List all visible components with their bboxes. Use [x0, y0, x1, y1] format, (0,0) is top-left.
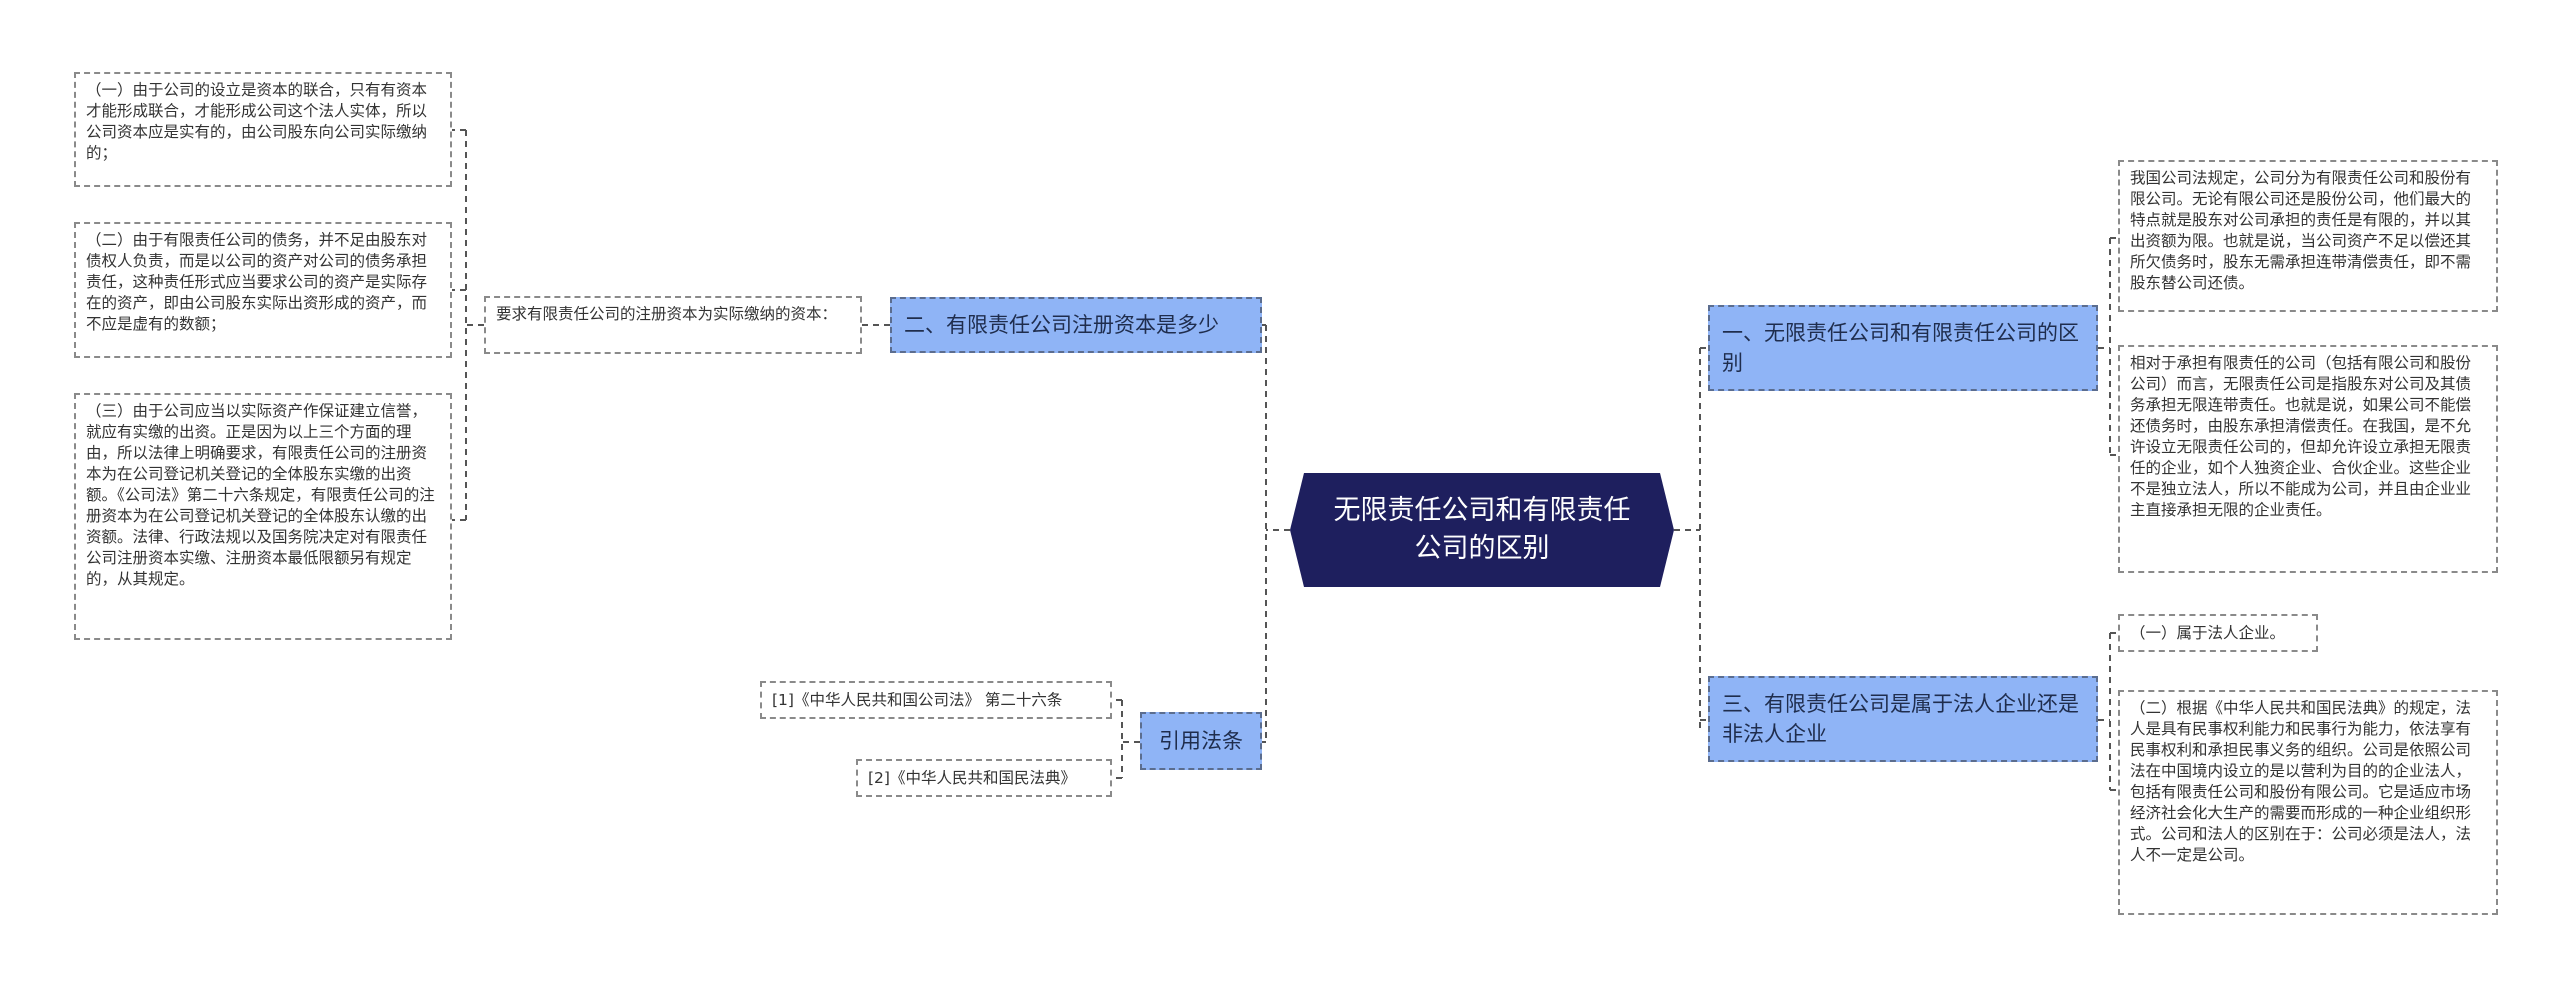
- link-b3-leaves: [2098, 632, 2118, 791]
- leaf-text: （三）由于公司应当以实际资产作保证建立信誉，就应有实缴的出资。正是因为以上三个方…: [86, 402, 435, 588]
- mid-capital-requirement: 要求有限责任公司的注册资本为实际缴纳的资本：: [484, 296, 862, 354]
- link-b1-leaves: [2098, 237, 2118, 456]
- root-title: 无限责任公司和有限责任公司的区别: [1333, 495, 1631, 564]
- leaf-civil-code-definition: （二）根据《中华人民共和国民法典》的规定，法人是具有民事权利能力和民事行为能力，…: [2118, 690, 2498, 915]
- branch-legal-person[interactable]: 三、有限责任公司是属于法人企业还是非法人企业: [1708, 676, 2098, 762]
- link-root-trunk-right: [1674, 348, 1701, 728]
- link-root-trunk-left: [1265, 325, 1290, 742]
- branch-difference[interactable]: 一、无限责任公司和有限责任公司的区别: [1708, 305, 2098, 391]
- branch-label: 引用法条: [1159, 729, 1243, 753]
- leaf-text: 相对于承担有限责任的公司（包括有限公司和股份公司）而言，无限责任公司是指股东对公…: [2130, 354, 2472, 519]
- leaf-text: 我国公司法规定，公司分为有限责任公司和股份有限公司。无论有限公司还是股份公司，他…: [2130, 169, 2472, 292]
- leaf-capital-reason-2: （二）由于有限责任公司的债务，并不足由股东对债权人负责，而是以公司的资产对公司的…: [74, 222, 452, 358]
- branch-citations[interactable]: 引用法条: [1140, 712, 1262, 770]
- leaf-capital-reason-3: （三）由于公司应当以实际资产作保证建立信誉，就应有实缴的出资。正是因为以上三个方…: [74, 393, 452, 640]
- leaf-is-legal-person: （一）属于法人企业。: [2118, 614, 2318, 652]
- citation-company-law[interactable]: [1]《中华人民共和国公司法》 第二十六条: [760, 681, 1112, 719]
- root-node[interactable]: 无限责任公司和有限责任公司的区别: [1290, 473, 1674, 587]
- branch-label: 三、有限责任公司是属于法人企业还是非法人企业: [1722, 692, 2079, 746]
- branch-label: 一、无限责任公司和有限责任公司的区别: [1722, 321, 2079, 375]
- link-b4-leaves: [1112, 699, 1140, 779]
- leaf-text: （一）由于公司的设立是资本的联合，只有有资本才能形成联合，才能形成公司这个法人实…: [86, 81, 428, 162]
- leaf-text: （二）由于有限责任公司的债务，并不足由股东对债权人负责，而是以公司的资产对公司的…: [86, 231, 428, 333]
- leaf-text: （二）根据《中华人民共和国民法典》的规定，法人是具有民事权利能力和民事行为能力，…: [2130, 699, 2472, 864]
- leaf-limited-liability: 我国公司法规定，公司分为有限责任公司和股份有限公司。无论有限公司还是股份公司，他…: [2118, 160, 2498, 312]
- leaf-text: 要求有限责任公司的注册资本为实际缴纳的资本：: [496, 305, 838, 323]
- citation-civil-code[interactable]: [2]《中华人民共和国民法典》: [856, 759, 1112, 797]
- leaf-unlimited-liability: 相对于承担有限责任的公司（包括有限公司和股份公司）而言，无限责任公司是指股东对公…: [2118, 345, 2498, 573]
- link-mid-leaves: [452, 129, 484, 521]
- leaf-text: [1]《中华人民共和国公司法》 第二十六条: [772, 690, 1063, 709]
- branch-registered-capital[interactable]: 二、有限责任公司注册资本是多少: [890, 297, 1262, 353]
- leaf-text: （一）属于法人企业。: [2130, 623, 2286, 642]
- leaf-text: [2]《中华人民共和国民法典》: [868, 768, 1076, 787]
- leaf-capital-reason-1: （一）由于公司的设立是资本的联合，只有有资本才能形成联合，才能形成公司这个法人实…: [74, 72, 452, 187]
- branch-label: 二、有限责任公司注册资本是多少: [904, 313, 1219, 337]
